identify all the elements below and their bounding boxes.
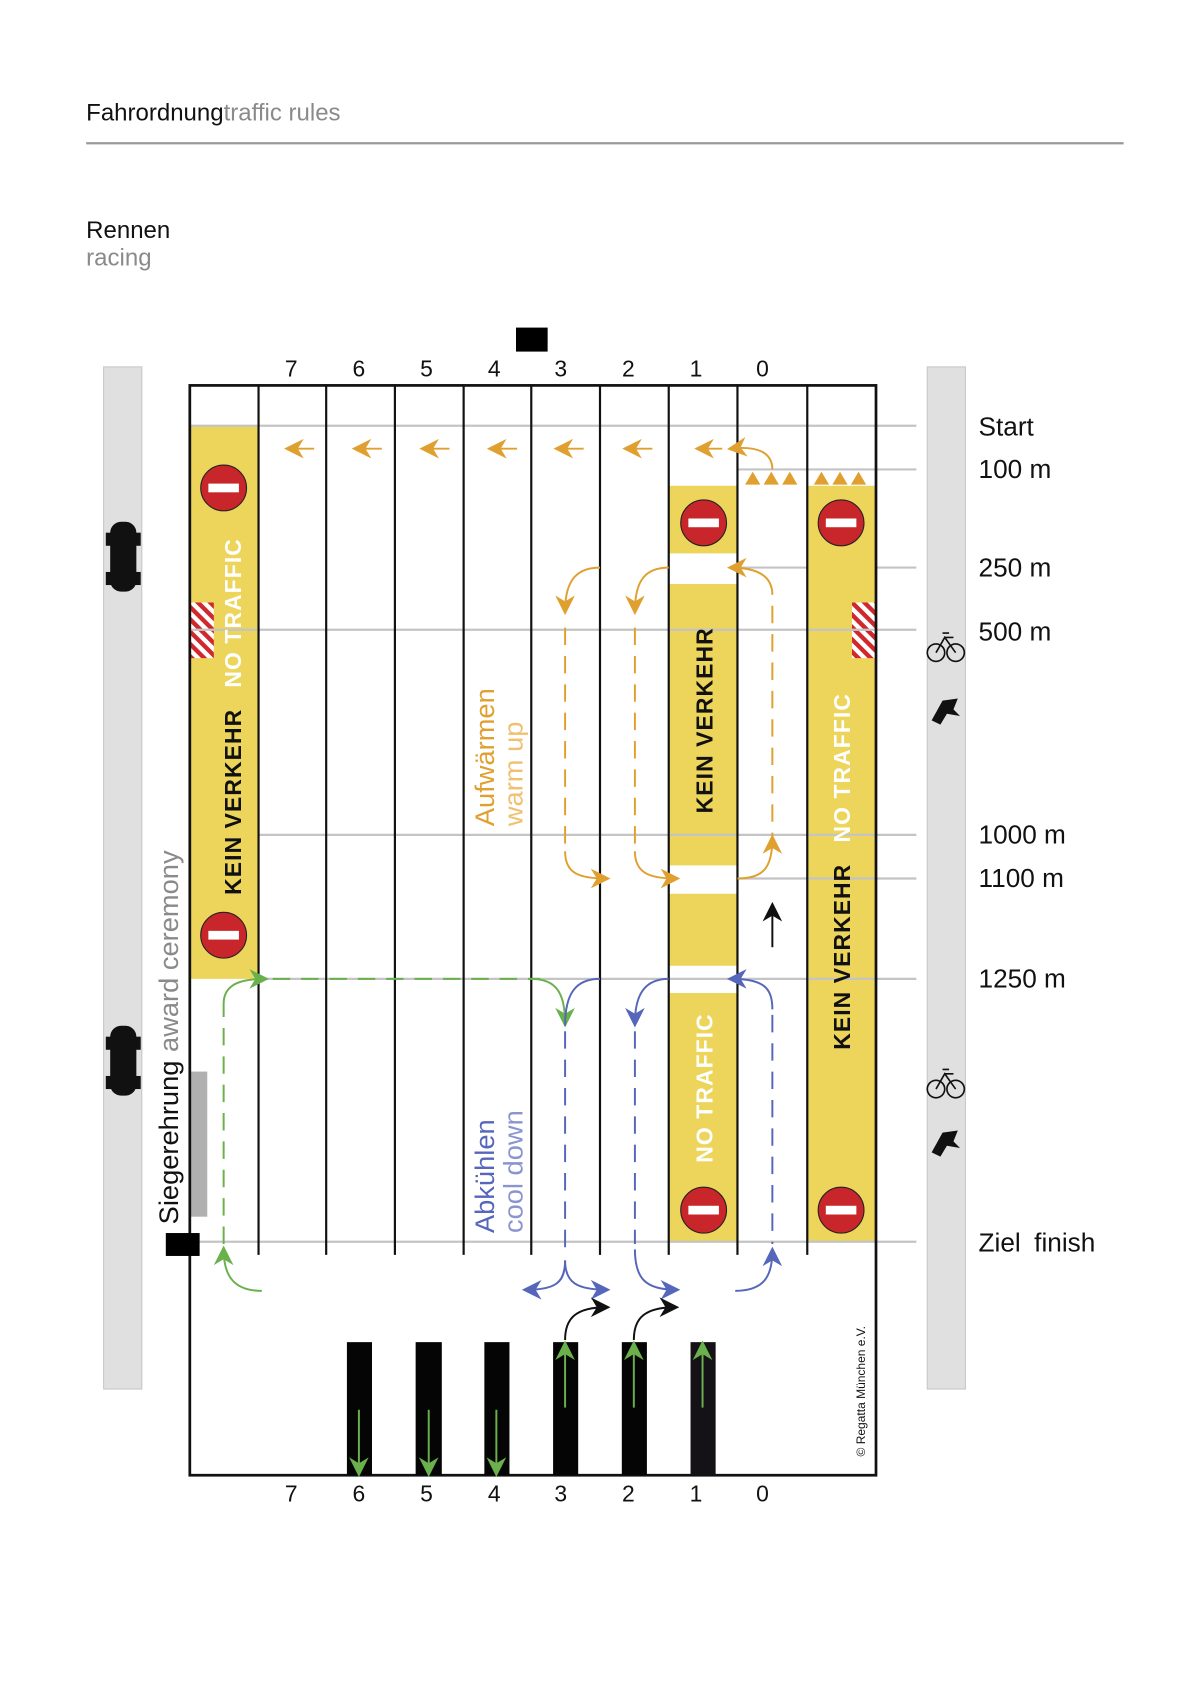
svg-text:5: 5 (420, 356, 433, 382)
boat-launch-pontoons (346, 1297, 716, 1477)
left-band-label: KEIN VERKEHR NO TRAFFIC (220, 538, 246, 895)
svg-text:1: 1 (690, 1480, 703, 1506)
section-title-de: Rennen (86, 217, 170, 244)
warmup-label-de: Aufwärmen (469, 688, 500, 826)
svg-text:500 m: 500 m (979, 617, 1052, 647)
svg-text:1000 m: 1000 m (979, 820, 1066, 850)
svg-text:6: 6 (353, 356, 366, 382)
svg-text:6: 6 (353, 1480, 366, 1506)
section-title-en: racing (86, 244, 151, 271)
header-title-en: traffic rules (224, 99, 341, 126)
start-tower (516, 327, 548, 352)
lane-numbers-top: 7 6 5 4 3 2 1 0 (285, 356, 769, 382)
lane1-no-traffic-de: KEIN VERKEHR (691, 627, 717, 813)
svg-text:finish: finish (1034, 1228, 1095, 1258)
header-title-de: Fahrordnung (86, 99, 223, 126)
svg-text:3: 3 (554, 356, 567, 382)
cooldown-label-de: Abkühlen (469, 1119, 500, 1233)
warmup-arrows (284, 437, 867, 889)
cooldown-arrows (521, 969, 783, 1300)
no-entry-icon (680, 499, 728, 547)
ceremony-label: Siegerehrung award ceremony (153, 850, 184, 1224)
svg-text:Start: Start (979, 412, 1035, 442)
copyright: © Regatta München e.V. (854, 1326, 868, 1456)
lane1-no-traffic-en: NO TRAFFIC (691, 1013, 717, 1163)
svg-text:1250 m: 1250 m (979, 964, 1066, 994)
car-icon (105, 521, 141, 592)
no-entry-icon (817, 499, 865, 547)
svg-text:2: 2 (622, 356, 635, 382)
svg-text:1: 1 (690, 356, 703, 382)
distance-labels: Start 100 m 250 m 500 m 1000 m 1100 m 12… (979, 412, 1096, 1258)
svg-text:NO TRAFFIC: NO TRAFFIC (829, 693, 855, 843)
no-entry-icon (200, 911, 248, 959)
svg-text:4: 4 (488, 356, 501, 382)
svg-text:Siegerehrung: Siegerehrung (153, 1061, 184, 1225)
ceremony-pontoon (190, 1071, 208, 1217)
right-band-label: KEIN VERKEHR NO TRAFFIC (829, 693, 855, 1050)
no-entry-icon (200, 464, 248, 512)
right-path-strip (926, 366, 966, 1390)
svg-text:1100 m: 1100 m (979, 863, 1064, 893)
cooldown-label-en: cool down (498, 1110, 529, 1233)
course-outline (188, 384, 878, 1477)
svg-text:0: 0 (756, 1480, 769, 1506)
svg-text:award ceremony: award ceremony (153, 850, 184, 1052)
svg-text:7: 7 (285, 356, 298, 382)
svg-text:100 m: 100 m (979, 454, 1052, 484)
svg-text:0: 0 (756, 356, 769, 382)
finish-tower (165, 1233, 200, 1256)
lane-dividers (257, 385, 809, 1255)
car-icon (105, 1025, 141, 1096)
lane-numbers-bottom: 7 6 5 4 3 2 1 0 (285, 1480, 769, 1506)
left-road-strip (103, 366, 143, 1390)
svg-text:3: 3 (554, 1480, 567, 1506)
distance-lines (174, 424, 917, 1243)
warmup-label-en: warm up (498, 722, 529, 828)
svg-text:7: 7 (285, 1480, 298, 1506)
no-entry-icon (817, 1186, 865, 1234)
svg-text:5: 5 (420, 1480, 433, 1506)
svg-text:250 m: 250 m (979, 552, 1052, 582)
svg-text:4: 4 (488, 1480, 501, 1506)
svg-text:NO TRAFFIC: NO TRAFFIC (220, 538, 246, 688)
no-entry-icon (680, 1186, 728, 1234)
svg-text:KEIN VERKEHR: KEIN VERKEHR (220, 709, 246, 895)
svg-text:2: 2 (622, 1480, 635, 1506)
svg-text:Ziel: Ziel (979, 1228, 1021, 1258)
svg-text:KEIN VERKEHR: KEIN VERKEHR (829, 864, 855, 1050)
